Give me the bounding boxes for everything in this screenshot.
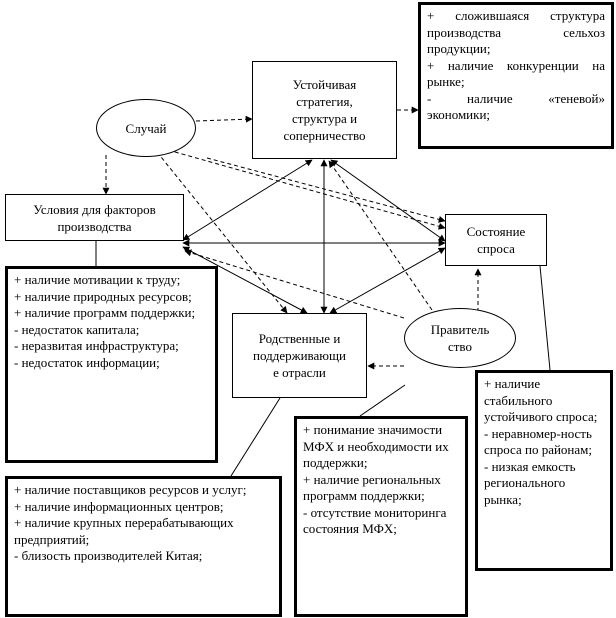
notes-demand: + наличие стабильного устойчивого спроса… — [475, 370, 613, 571]
arrow-strategy-factors — [182, 159, 313, 241]
node-related: Родственные и поддерживающи е отрасли — [232, 313, 367, 398]
notes-strategy: + сложившаяся структура производства сел… — [418, 2, 614, 149]
list-item: + наличие региональных программ поддержк… — [303, 471, 441, 504]
list-item: + наличие крупных перерабатывающих предп… — [14, 515, 234, 547]
notes-related: + наличие поставщиков ресурсов и услуг; … — [5, 476, 282, 617]
list-item: + наличие стабильного устойчивого спроса… — [484, 376, 598, 424]
arrow-chance-to-demand — [167, 149, 446, 230]
node-chance: Случай — [96, 99, 196, 157]
list-item: + наличие конкуренции на рынке; — [427, 57, 605, 90]
arrow-government-to-strategy — [328, 160, 433, 311]
node-factors: Условия для факторов производства — [5, 194, 184, 241]
list-item: + наличие мотивации к труду; — [14, 272, 181, 287]
arrow-strategy-demand — [330, 159, 446, 242]
node-government: Правитель ство — [404, 308, 516, 368]
arrow-demand-related — [329, 247, 446, 314]
list-item: - недостаток информации; — [14, 354, 160, 370]
list-item: + сложившаяся структура производства сел… — [427, 8, 605, 56]
notes-government: + понимание значимости МФХ и необходимос… — [294, 416, 468, 617]
list-item: + наличие информационных центров; — [14, 498, 224, 514]
list-item: - недостаток капитала; — [14, 321, 140, 337]
list-item: + наличие поставщиков ресурсов и услуг; — [14, 482, 247, 497]
node-strategy: Устойчивая стратегия, структура и соперн… — [252, 61, 397, 159]
list-item: - неразвитая инфраструктура; — [14, 338, 179, 353]
list-item: + понимание значимости МФХ и необходимос… — [303, 422, 449, 470]
list-item: - близость производителей Китая; — [14, 548, 203, 563]
connector-demand-notes — [539, 265, 551, 371]
arrow-factors-related — [182, 246, 308, 314]
list-item: + наличие природных ресурсов; — [14, 288, 192, 304]
list-item: - наличие «теневой» экономики; — [427, 90, 605, 123]
list-item: - неравномер-ность спроса по районам; — [484, 425, 592, 458]
arrow-strategy-to-demand — [206, 157, 446, 223]
arrow-chance-to-strategy — [195, 115, 253, 123]
connector-related-notes — [230, 397, 281, 477]
list-item: - низкая емкость регионального рынка; — [484, 458, 576, 507]
list-item: + наличие программ поддержки; — [14, 305, 196, 320]
node-demand: Состояние спроса — [445, 214, 547, 266]
connector-government-notes — [359, 384, 406, 417]
notes-factors: + наличие мотивации к труду; + наличие п… — [5, 266, 218, 463]
list-item: - отсутствие мониторинга состояния МФХ; — [303, 504, 447, 537]
